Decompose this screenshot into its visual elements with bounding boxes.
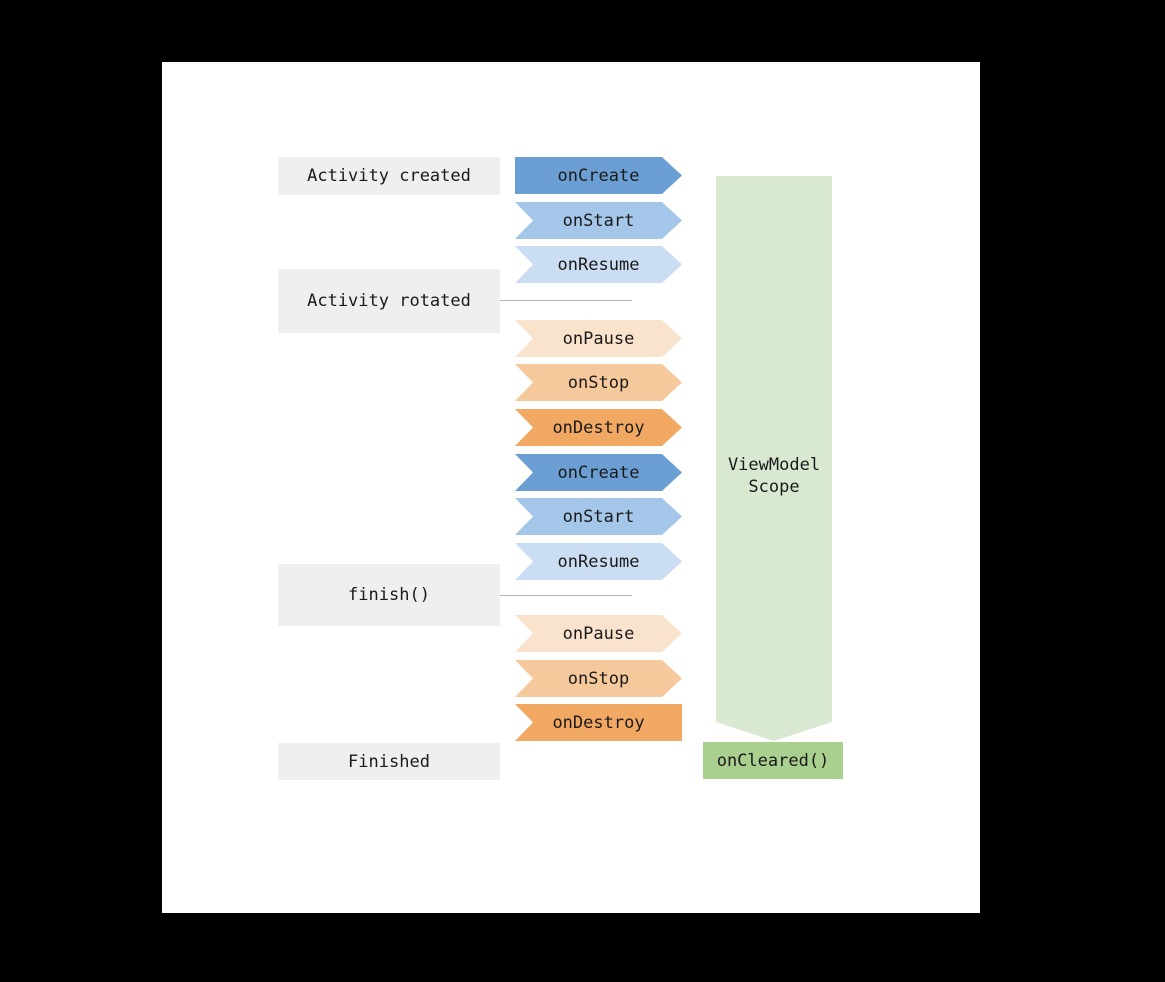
state-label-activity-created: Activity created	[307, 166, 471, 186]
chevron-onstop-1: onStop	[515, 364, 682, 401]
state-label-finished: Finished	[348, 751, 430, 772]
chevron-ondestroy-2: onDestroy	[515, 704, 682, 741]
state-box-finished: Finished	[278, 743, 500, 780]
viewmodel-scope-arrow	[716, 176, 832, 741]
chevron-onstart-1: onStart	[515, 202, 682, 239]
chevron-onstop-2: onStop	[515, 660, 682, 697]
chevron-onstart-2: onStart	[515, 498, 682, 535]
viewmodel-scope-label-line1: ViewModel	[727, 455, 821, 475]
chevron-onresume-1: onResume	[515, 246, 682, 283]
state-box-finish: finish()	[278, 564, 500, 626]
state-box-activity-rotated: Activity rotated	[278, 269, 500, 333]
connector-line-finish	[500, 595, 632, 596]
viewmodel-scope-label: ViewModel Scope	[716, 454, 832, 498]
chevron-onpause-1: onPause	[515, 320, 682, 357]
chevron-onpause-2: onPause	[515, 615, 682, 652]
chevron-oncreate-1: onCreate	[515, 157, 682, 194]
chevron-oncreate-2: onCreate	[515, 454, 682, 491]
chevron-ondestroy-1: onDestroy	[515, 409, 682, 446]
state-label-activity-rotated: Activity rotated	[307, 291, 471, 311]
chevron-onresume-2: onResume	[515, 543, 682, 580]
connector-line-activity-rotated	[500, 300, 632, 301]
viewmodel-scope-label-line2: Scope	[748, 477, 800, 497]
state-box-activity-created: Activity created	[278, 157, 500, 195]
viewmodel-lifecycle-diagram: Activity created Activity rotated finish…	[162, 62, 980, 913]
state-label-finish: finish()	[348, 585, 430, 605]
oncleared-box: onCleared()	[703, 742, 843, 779]
